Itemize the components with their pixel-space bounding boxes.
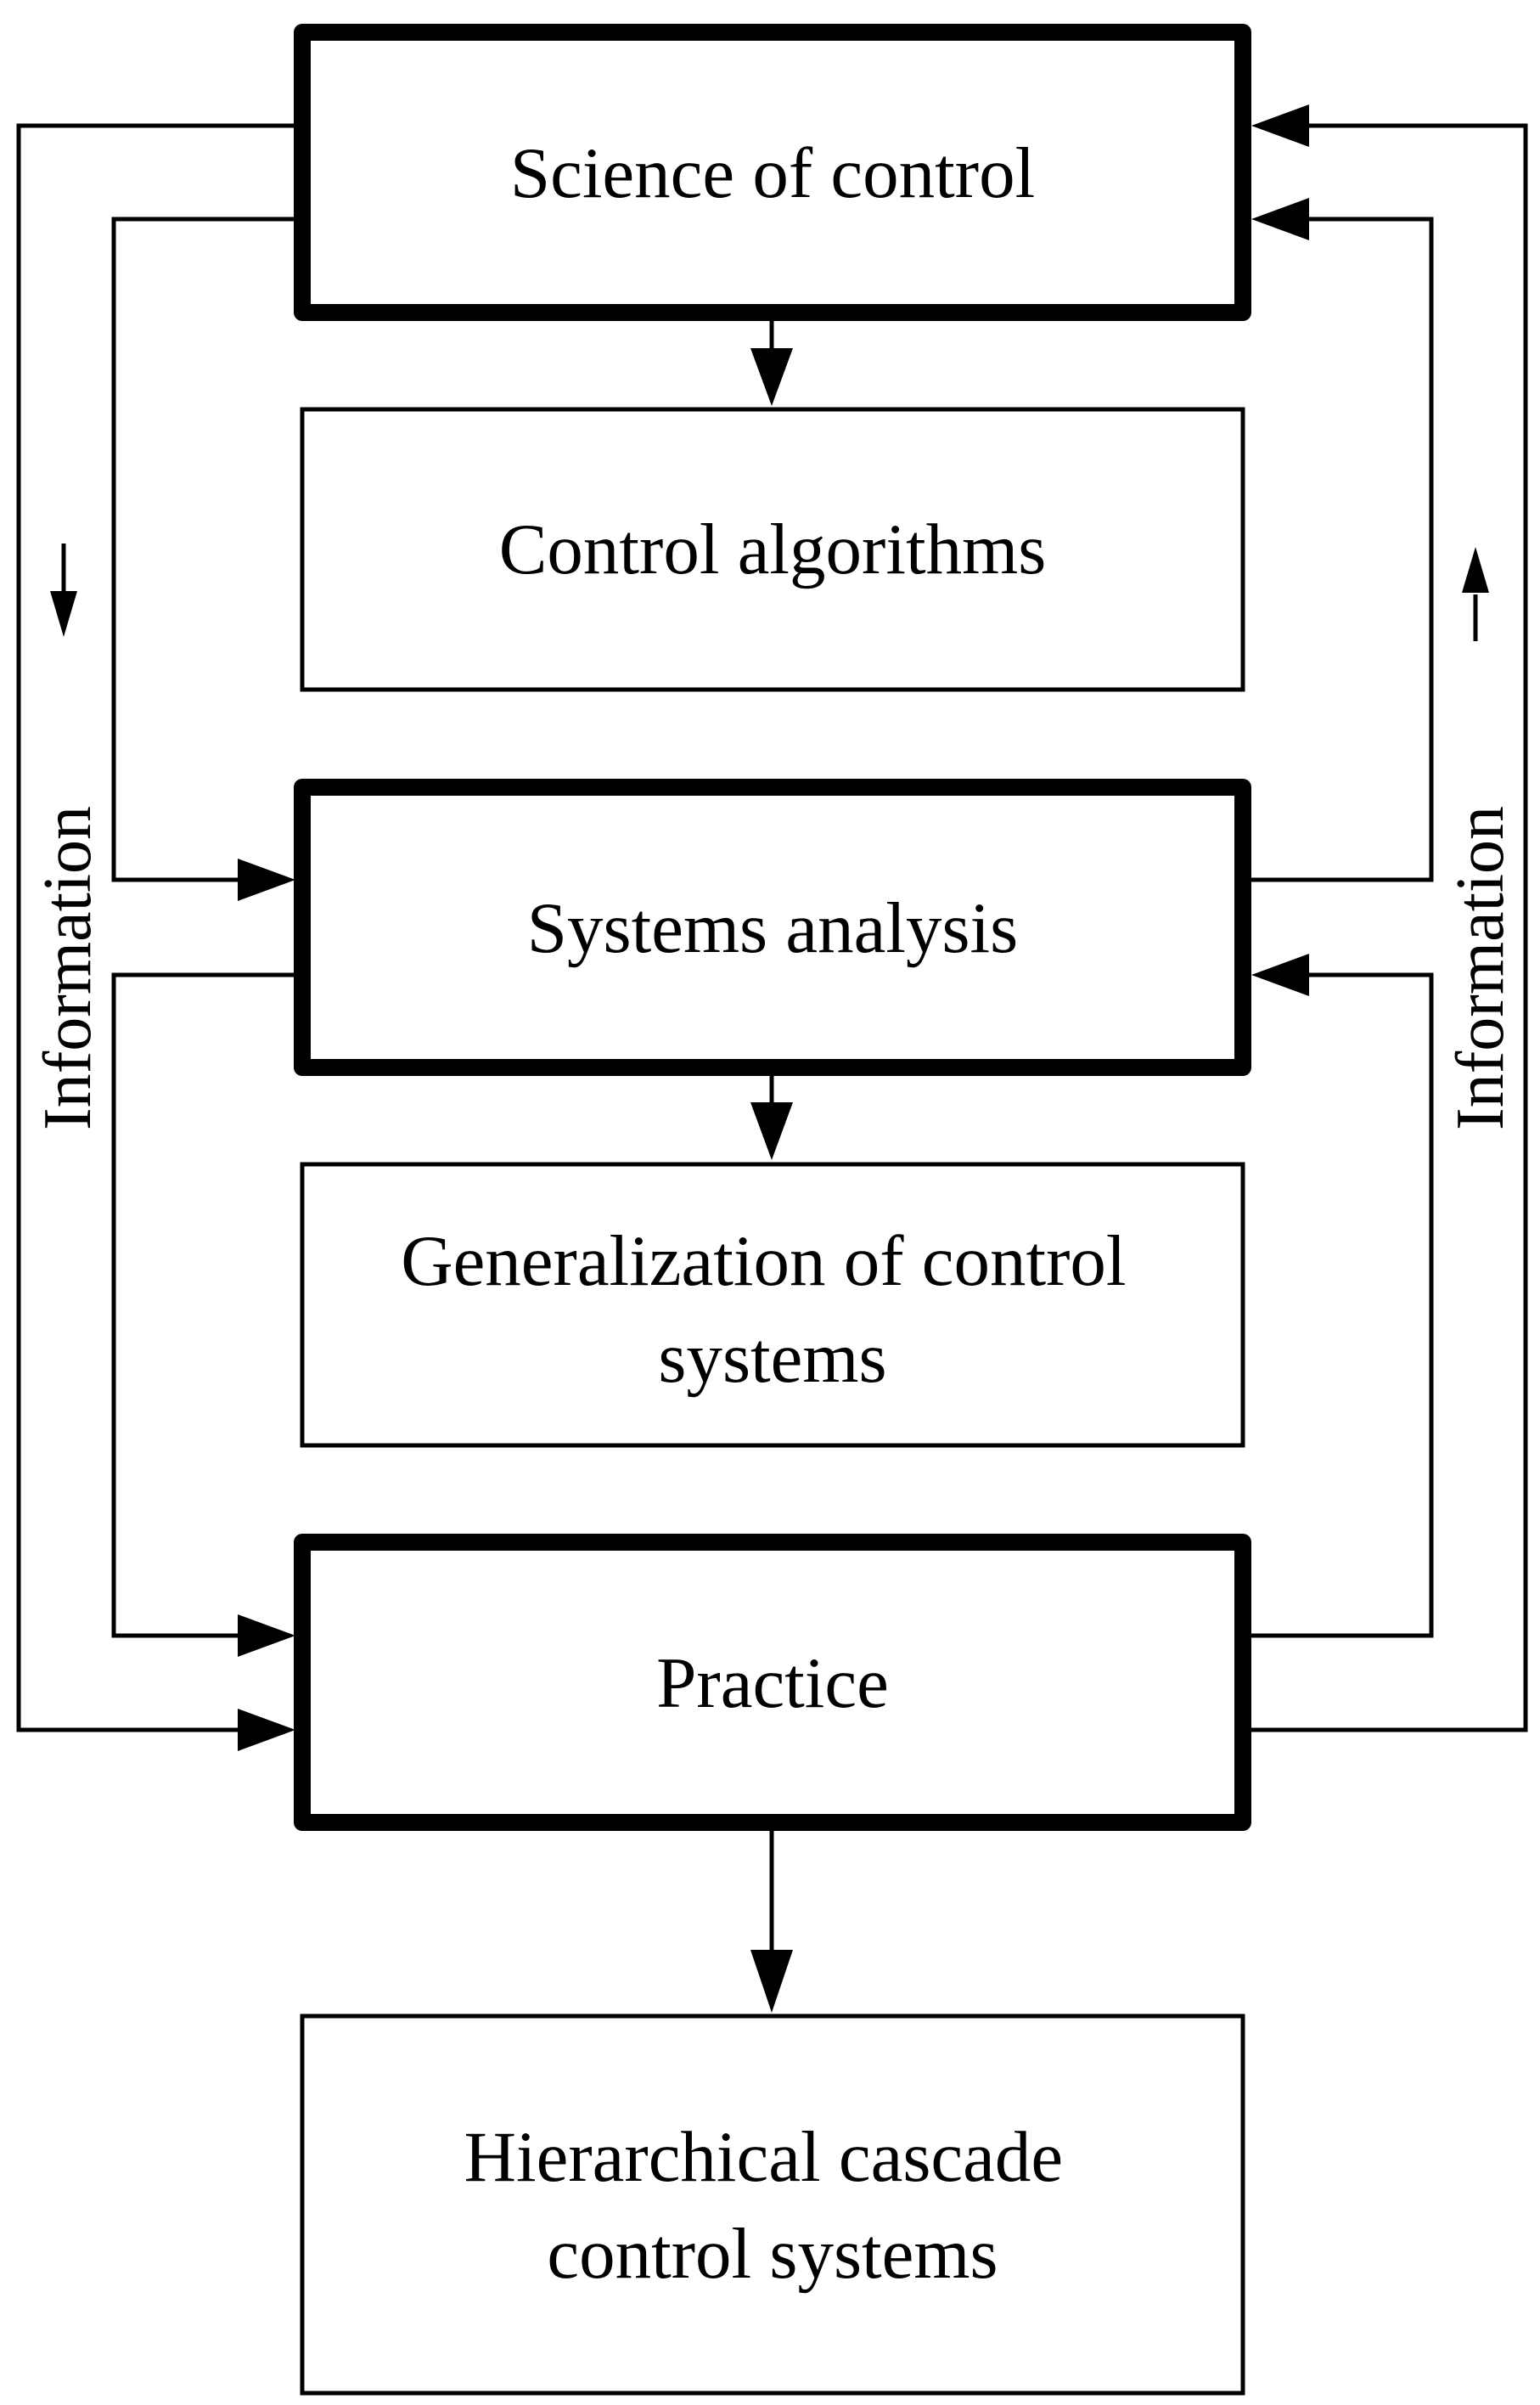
box-control-algorithms-label: Control algorithms	[499, 510, 1047, 589]
box-generalization-frame	[300, 1162, 1245, 1448]
box-hierarchical-cascade-label: Hierarchical cascade control systems	[464, 2117, 1082, 2294]
box-systems-analysis-label: Systems analysis	[527, 888, 1018, 968]
box-generalization: Generalization of control systems	[300, 1162, 1245, 1448]
box-hierarchical-line-1: Hierarchical cascade	[464, 2117, 1063, 2197]
box-generalization-line-2: systems	[658, 1318, 886, 1398]
box-generalization-line-1: Generalization of control	[401, 1221, 1126, 1301]
arrow-into-systems-analysis-right	[1251, 954, 1309, 996]
left-information-label: Information	[31, 806, 105, 1130]
box-hierarchical-cascade: Hierarchical cascade control systems	[300, 2014, 1245, 2396]
box-science-of-control: Science of control	[294, 24, 1251, 321]
box-hierarchical-line-2: control systems	[547, 2214, 998, 2294]
arrow-into-hierarchical	[750, 1950, 793, 2013]
right-information-label: Information	[1443, 806, 1518, 1130]
arrow-into-generalization	[750, 1102, 793, 1160]
right-outer-wire	[1243, 123, 1528, 1732]
box-control-algorithms: Control algorithms	[300, 407, 1245, 692]
right-inner-wire-upper	[1243, 217, 1434, 882]
box-hierarchical-cascade-frame	[300, 2014, 1245, 2396]
left-outer-wire	[16, 123, 297, 1732]
box-control-algorithms-frame	[300, 407, 1245, 692]
arrow-into-systems-analysis-left	[238, 859, 295, 901]
box-practice: Practice	[294, 1534, 1251, 1831]
box-practice-frame	[294, 1534, 1251, 1831]
box-generalization-label: Generalization of control systems	[401, 1221, 1144, 1398]
box-science-of-control-frame	[294, 24, 1251, 321]
arrow-into-science-right-inner	[1251, 198, 1309, 240]
left-direction-arrow-down-icon	[50, 591, 77, 637]
right-direction-arrow-up-icon	[1462, 547, 1489, 593]
left-inner-wire-lower	[111, 972, 297, 1638]
arrow-into-practice-left-inner	[238, 1614, 295, 1657]
box-practice-label: Practice	[656, 1643, 889, 1723]
arrow-into-science-right-outer	[1251, 104, 1309, 147]
box-systems-analysis-frame	[294, 779, 1251, 1076]
box-systems-analysis: Systems analysis	[294, 779, 1251, 1076]
arrow-into-practice-left-outer	[238, 1709, 295, 1751]
box-science-of-control-label: Science of control	[510, 133, 1035, 213]
right-inner-wire-lower	[1243, 972, 1434, 1638]
arrow-into-control-algorithms	[750, 348, 793, 406]
left-inner-wire-upper	[111, 217, 297, 882]
